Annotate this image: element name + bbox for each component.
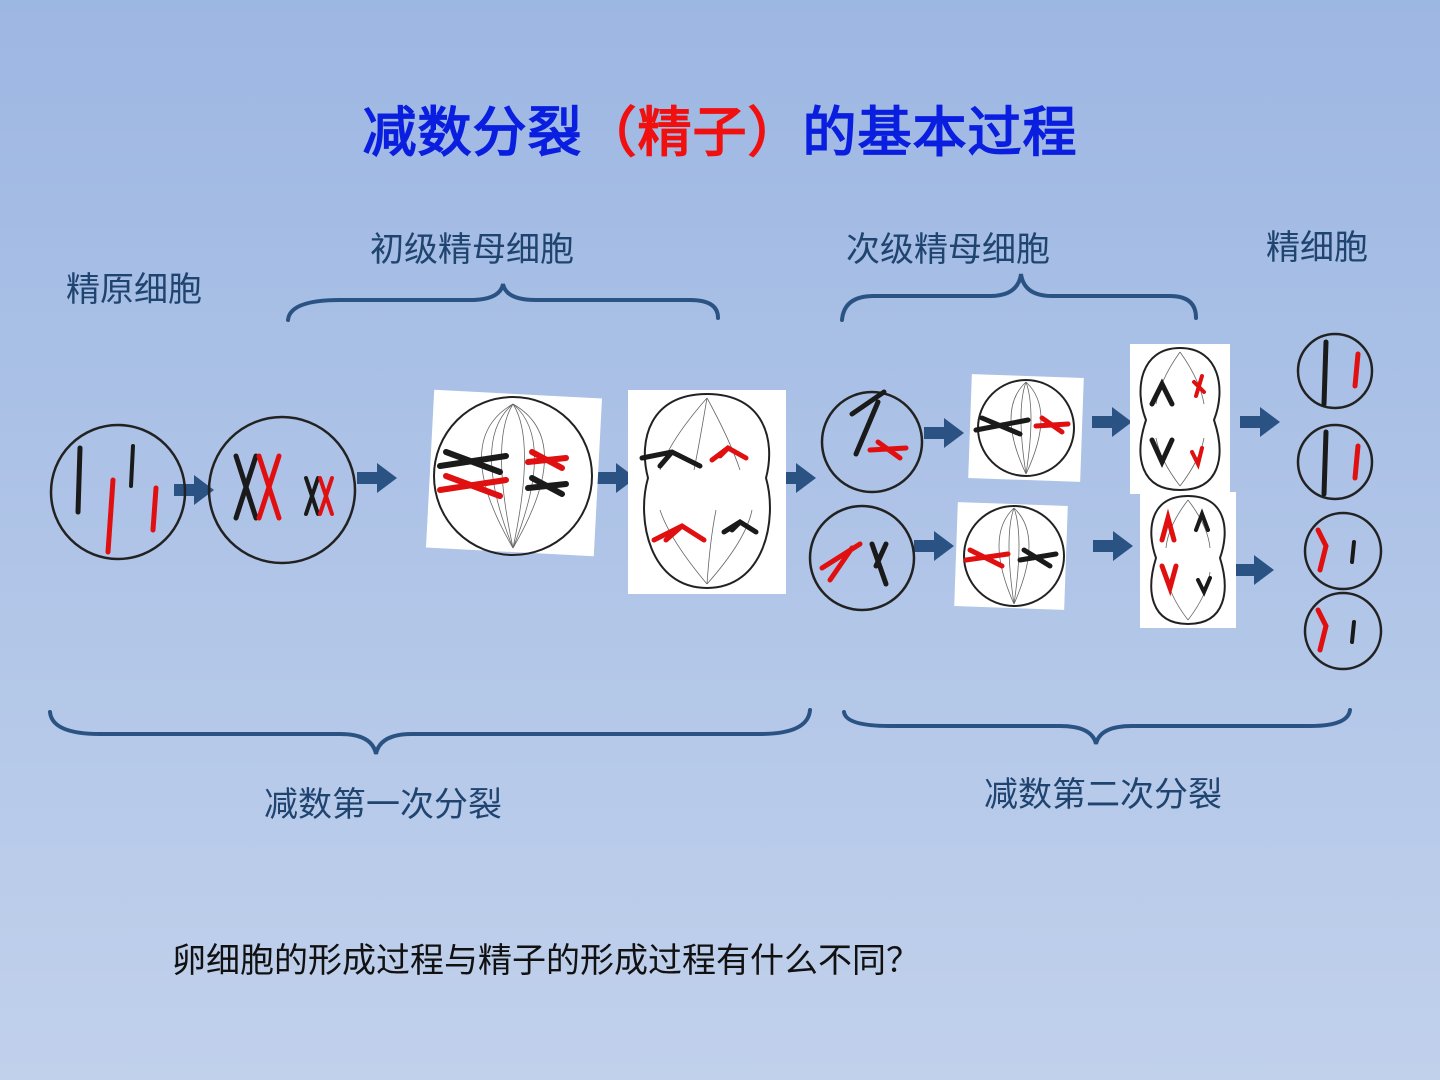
- arrow-9: [1093, 531, 1133, 561]
- title-part2: （精子）: [582, 101, 803, 164]
- cell-secondary-bottom: [808, 504, 916, 612]
- label-secondary-spermatocyte: 次级精母细胞: [846, 230, 1050, 270]
- cell-anaphase-two-top: [1130, 344, 1230, 494]
- label-spermatid: 精细胞: [1266, 228, 1368, 268]
- arrow-7: [1240, 407, 1280, 437]
- brace-meiosis-two: [842, 708, 1352, 745]
- spermatid-3: [1303, 511, 1383, 591]
- cell-spermatogonium: [49, 423, 187, 561]
- page-title: 减数分裂（精子）的基本过程: [0, 88, 1440, 167]
- spermatid-2: [1296, 423, 1374, 501]
- spermatid-4: [1303, 591, 1383, 671]
- cell-primary-prophase: [207, 415, 357, 565]
- label-meiosis-two: 减数第二次分裂: [984, 775, 1222, 815]
- label-spermatogonium: 精原细胞: [66, 270, 202, 310]
- question-text: 卵细胞的形成过程与精子的形成过程有什么不同？: [172, 941, 920, 981]
- label-meiosis-one: 减数第一次分裂: [264, 785, 502, 825]
- arrow-2: [357, 463, 397, 493]
- label-primary-spermatocyte: 初级精母细胞: [370, 230, 574, 270]
- cell-anaphase-two-bottom: [1140, 492, 1236, 628]
- cell-metaphase-one: [425, 389, 603, 557]
- arrow-6: [1092, 407, 1132, 437]
- cell-metaphase-two-bottom: [954, 502, 1068, 610]
- spermatid-1: [1296, 332, 1374, 410]
- arrow-10: [1234, 555, 1274, 585]
- cell-anaphase-one: [628, 390, 786, 594]
- arrow-8: [914, 531, 954, 561]
- arrow-5: [924, 418, 964, 448]
- title-part3: 的基本过程: [802, 101, 1078, 164]
- title-part1: 减数分裂: [362, 101, 583, 164]
- cell-metaphase-two-top: [968, 374, 1084, 482]
- cell-secondary-top: [820, 389, 924, 494]
- brace-secondary: [840, 273, 1198, 322]
- brace-primary: [286, 283, 720, 322]
- brace-meiosis-one: [48, 708, 812, 755]
